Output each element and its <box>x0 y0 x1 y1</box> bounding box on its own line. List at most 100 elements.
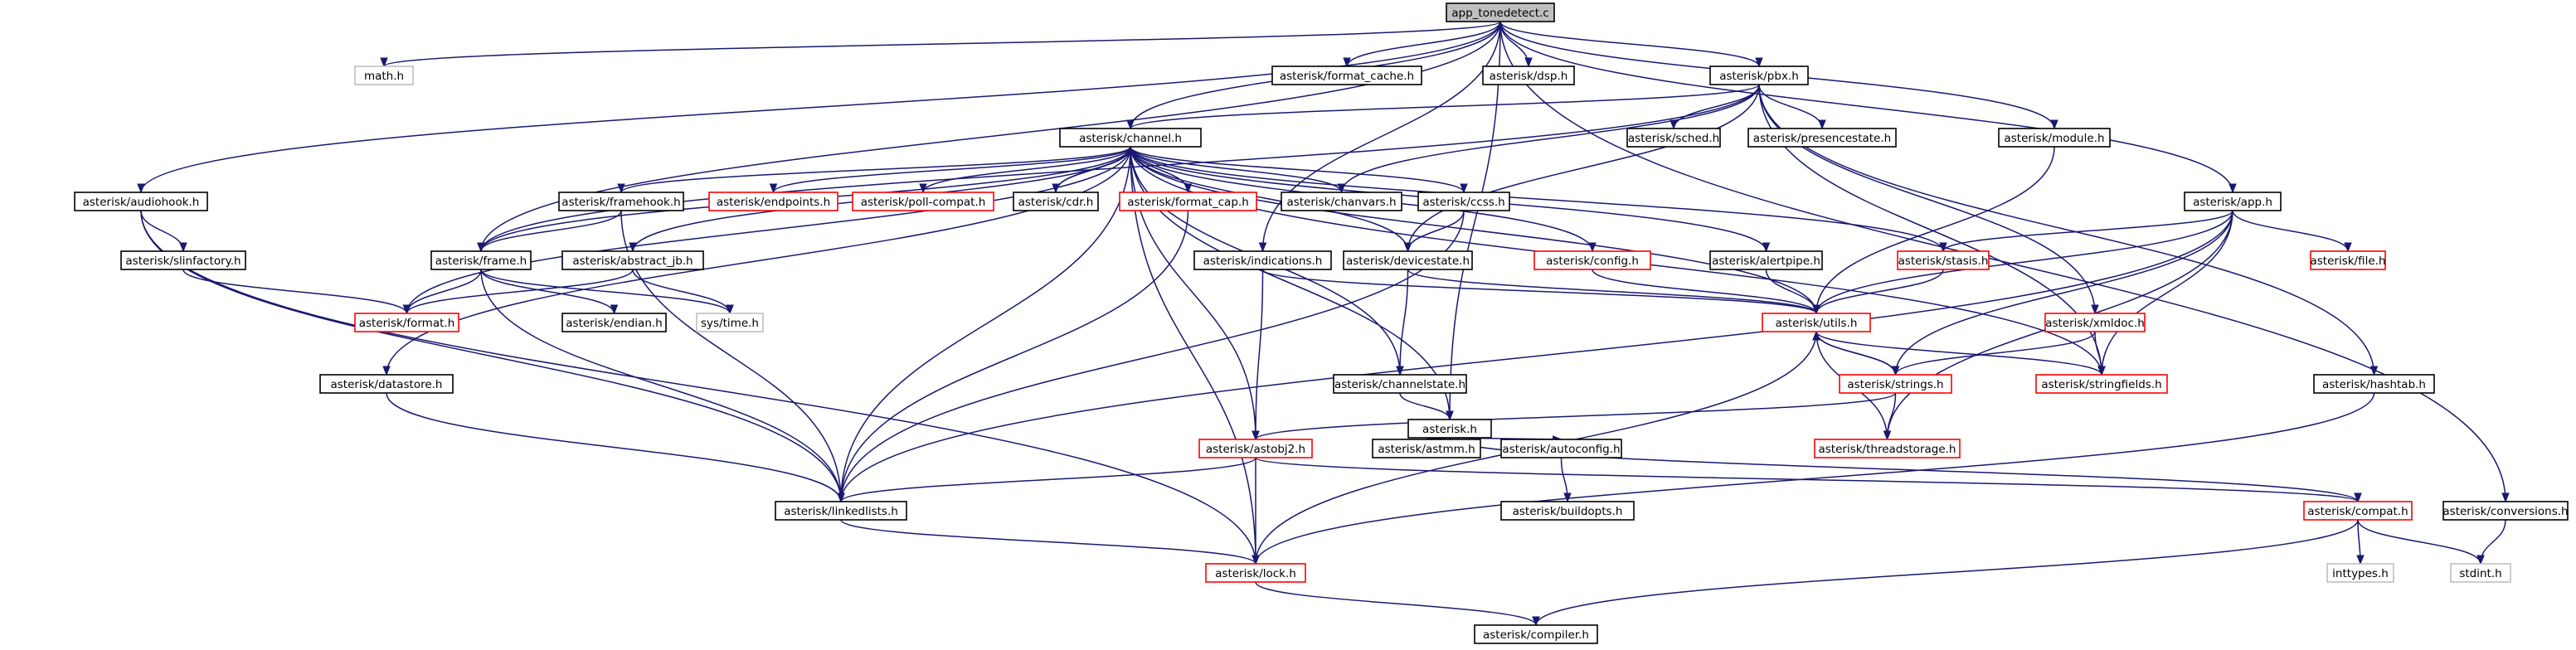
node-inttypes[interactable]: inttypes.h <box>2326 563 2394 583</box>
edge-compat-to-inttypes <box>2356 519 2365 565</box>
node-strings[interactable]: asterisk/strings.h <box>1839 374 1952 394</box>
node-systime[interactable]: sys/time.h <box>696 313 764 332</box>
node-label: asterisk/autoconfig.h <box>1502 443 1620 456</box>
node-math[interactable]: math.h <box>354 65 414 85</box>
node-cdr[interactable]: asterisk/cdr.h <box>1013 192 1099 211</box>
node-channel[interactable]: asterisk/channel.h <box>1059 128 1202 148</box>
edge-frame-to-endian <box>480 269 619 315</box>
node-linkedlists[interactable]: asterisk/linkedlists.h <box>775 501 907 521</box>
edge-channelstate-to-asterisk <box>1399 392 1454 421</box>
edge-channel-to-chanvars <box>1130 146 1346 194</box>
node-label: asterisk/file.h <box>2310 255 2385 268</box>
edge-alertpipe-to-utils <box>1765 269 1820 315</box>
node-ccss[interactable]: asterisk/ccss.h <box>1417 192 1510 211</box>
edge-astobj2-to-lock <box>1252 458 1260 565</box>
node-file[interactable]: asterisk/file.h <box>2310 250 2386 270</box>
node-compat[interactable]: asterisk/compat.h <box>2303 501 2413 521</box>
node-module[interactable]: asterisk/module.h <box>1998 128 2111 148</box>
node-dsp[interactable]: asterisk/dsp.h <box>1482 65 1575 85</box>
node-threadstorage[interactable]: asterisk/threadstorage.h <box>1814 439 1961 458</box>
node-label: asterisk/stringfields.h <box>2041 378 2161 391</box>
edge-lock-to-compiler <box>1255 581 1540 627</box>
node-label: asterisk/compat.h <box>2307 505 2408 518</box>
node-endian[interactable]: asterisk/endian.h <box>561 313 667 332</box>
node-slinfactory[interactable]: asterisk/slinfactory.h <box>120 250 246 270</box>
node-label: asterisk/strings.h <box>1847 378 1943 391</box>
node-indications[interactable]: asterisk/indications.h <box>1193 250 1332 270</box>
edge-app_tonedetect-to-audiohook <box>137 21 1501 194</box>
node-pbx[interactable]: asterisk/pbx.h <box>1709 65 1809 85</box>
node-label: asterisk/chanvars.h <box>1286 196 1396 209</box>
node-label: asterisk/alertpipe.h <box>1712 255 1820 268</box>
nodes-layer: app_tonedetect.c math.h asterisk/format_ca… <box>74 2 2569 644</box>
edge-app-to-file <box>2232 210 2352 253</box>
node-label: asterisk/astobj2.h <box>1206 443 1305 456</box>
node-format_cap[interactable]: asterisk/format_cap.h <box>1119 192 1257 211</box>
node-framehook[interactable]: asterisk/framehook.h <box>558 192 684 211</box>
edge-autoconfig-to-buildopts <box>1560 457 1572 503</box>
node-buildopts[interactable]: asterisk/buildopts.h <box>1500 501 1635 521</box>
node-label: app_tonedetect.c <box>1451 7 1548 20</box>
node-format[interactable]: asterisk/format.h <box>354 313 459 332</box>
node-compiler[interactable]: asterisk/compiler.h <box>1474 624 1598 644</box>
node-lock[interactable]: asterisk/lock.h <box>1205 563 1306 583</box>
edge-pbx-to-presencestate <box>1758 84 1826 130</box>
node-hashtab[interactable]: asterisk/hashtab.h <box>2313 374 2435 394</box>
node-format_cache[interactable]: asterisk/format_cache.h <box>1271 65 1422 85</box>
node-astobj2[interactable]: asterisk/astobj2.h <box>1198 439 1313 458</box>
edge-compat-to-stdint <box>2357 519 2485 565</box>
node-frame[interactable]: asterisk/frame.h <box>430 250 532 270</box>
edge-framehook-to-frame <box>477 210 622 253</box>
edge-utils-to-stringfields <box>1815 331 2106 376</box>
node-label: asterisk/buildopts.h <box>1513 505 1623 518</box>
node-endpoints[interactable]: asterisk/endpoints.h <box>708 192 838 211</box>
node-label: asterisk/abstract_jb.h <box>572 255 693 268</box>
edge-abstract_jb-to-systime <box>632 269 734 315</box>
node-label: asterisk/module.h <box>2004 132 2104 145</box>
edge-audiohook-to-slinfactory <box>140 210 187 253</box>
node-label: asterisk/app.h <box>2193 196 2272 209</box>
node-channelstate[interactable]: asterisk/channelstate.h <box>1333 374 1467 394</box>
edge-stasis-to-utils <box>1812 269 1944 315</box>
node-chanvars[interactable]: asterisk/chanvars.h <box>1281 192 1402 211</box>
node-datastore[interactable]: asterisk/datastore.h <box>319 374 454 394</box>
node-label: asterisk/hashtab.h <box>2322 378 2426 391</box>
node-label: asterisk/linkedlists.h <box>784 505 898 518</box>
edge-app_tonedetect-to-dsp <box>1499 21 1533 68</box>
node-label: asterisk/stasis.h <box>1898 255 1989 268</box>
edge-strings-to-threadstorage <box>1883 392 1897 441</box>
node-stringfields[interactable]: asterisk/stringfields.h <box>2035 374 2168 394</box>
node-config[interactable]: asterisk/config.h <box>1533 250 1651 270</box>
edge-app_tonedetect-to-math <box>380 21 1501 68</box>
node-label: asterisk/channelstate.h <box>1334 378 1465 391</box>
edge-config-to-utils <box>1592 269 1820 315</box>
node-utils[interactable]: asterisk/utils.h <box>1762 313 1871 332</box>
node-poll_compat[interactable]: asterisk/poll-compat.h <box>852 192 994 211</box>
edge-app_tonedetect-to-pbx <box>1499 21 1763 68</box>
node-abstract_jb[interactable]: asterisk/abstract_jb.h <box>561 250 704 270</box>
edge-pbx-to-frame <box>477 84 1760 253</box>
node-label: sys/time.h <box>701 317 759 330</box>
node-presencestate[interactable]: asterisk/presencestate.h <box>1747 128 1897 148</box>
node-sched[interactable]: asterisk/sched.h <box>1626 128 1721 148</box>
node-label: asterisk/audiohook.h <box>83 196 200 209</box>
node-alertpipe[interactable]: asterisk/alertpipe.h <box>1709 250 1823 270</box>
node-label: asterisk/compiler.h <box>1483 628 1589 642</box>
node-label: asterisk/lock.h <box>1215 567 1296 580</box>
node-astmm[interactable]: asterisk/astmm.h <box>1372 439 1481 458</box>
node-label: stdint.h <box>2459 567 2501 580</box>
node-label: asterisk/xmldoc.h <box>2045 317 2145 330</box>
edge-linkedlists-to-lock <box>840 519 1260 565</box>
node-audiohook[interactable]: asterisk/audiohook.h <box>74 192 208 211</box>
node-label: asterisk/format_cap.h <box>1127 196 1249 209</box>
node-stdint[interactable]: stdint.h <box>2450 563 2511 583</box>
node-autoconfig[interactable]: asterisk/autoconfig.h <box>1500 439 1622 458</box>
edge-app-to-utils <box>1812 210 2233 315</box>
node-app[interactable]: asterisk/app.h <box>2184 192 2282 211</box>
node-conversions[interactable]: asterisk/conversions.h <box>2442 501 2569 521</box>
node-xmldoc[interactable]: asterisk/xmldoc.h <box>2044 313 2146 332</box>
node-label: asterisk/slinfactory.h <box>125 255 241 268</box>
node-asterisk[interactable]: asterisk.h <box>1407 419 1492 439</box>
node-devicestate[interactable]: asterisk/devicestate.h <box>1343 250 1473 270</box>
node-stasis[interactable]: asterisk/stasis.h <box>1897 250 1990 270</box>
